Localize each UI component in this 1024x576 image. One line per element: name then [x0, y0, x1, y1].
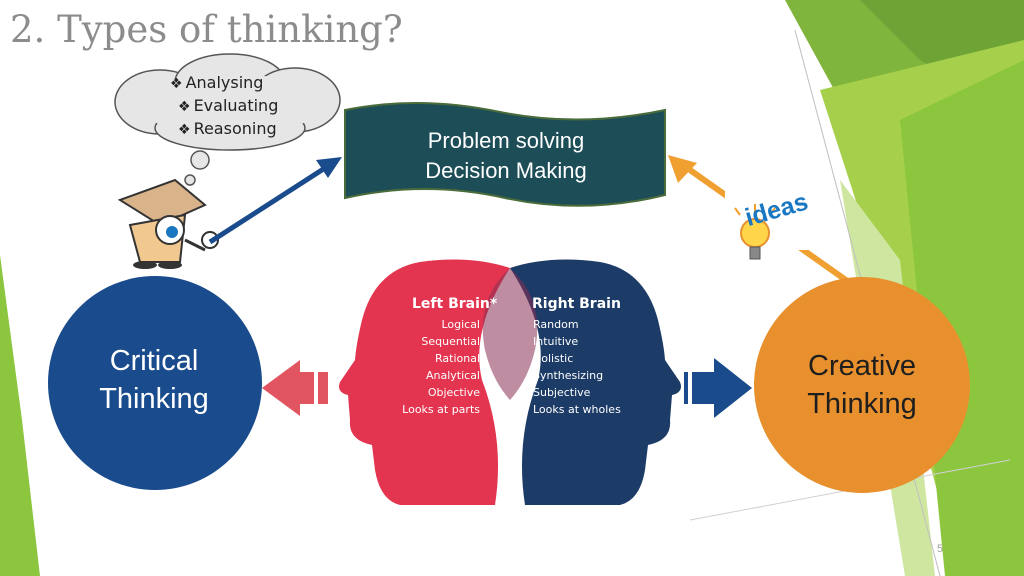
creative-thinking-circle	[754, 277, 970, 493]
right-brain-list: Random Intuitive Holistic Synthesizing S…	[533, 316, 653, 418]
cloud-item: ❖Analysing	[170, 73, 264, 92]
right-brain-heading: Right Brain	[532, 296, 621, 312]
arrow-to-critical	[262, 360, 328, 416]
banner-label: Problem solving Decision Making	[356, 126, 656, 186]
left-brain-item: Rational	[434, 352, 480, 365]
left-brain-head	[339, 259, 510, 505]
cloud-item: ❖Reasoning	[178, 119, 277, 138]
detective-icon	[117, 178, 219, 269]
cloud-item: ❖Evaluating	[178, 96, 279, 115]
banner-shape	[344, 101, 666, 207]
right-brain-item: Looks at wholes	[533, 403, 621, 416]
bullet-icon: ❖	[178, 99, 191, 115]
bullet-icon: ❖	[178, 122, 191, 138]
left-brain-item: Analytical	[425, 369, 480, 382]
ideas-badge	[725, 185, 835, 260]
right-brain-item: Synthesizing	[533, 369, 604, 382]
critical-thinking-circle	[48, 276, 262, 490]
cloud-list: ❖Analysing ❖Evaluating ❖Reasoning	[170, 72, 278, 141]
slide-title: 2. Types of thinking?	[10, 8, 403, 51]
left-brain-item: Logical	[441, 318, 480, 331]
page-number: 5	[937, 543, 944, 555]
left-brain-heading: Left Brain*	[412, 296, 498, 312]
arrow-critical-to-banner	[208, 165, 327, 245]
left-brain-item: Looks at parts	[402, 403, 480, 416]
bullet-icon: ❖	[170, 76, 183, 92]
critical-thinking-label: Critical Thinking	[99, 345, 209, 415]
arrow-head-orange	[668, 155, 697, 183]
right-brain-head	[510, 259, 681, 505]
right-brain-item: Random	[533, 318, 579, 331]
right-brain-item: Intuitive	[533, 335, 579, 348]
creative-thinking-label: Creative Thinking	[807, 350, 917, 420]
left-brain-item: Sequential	[421, 335, 480, 348]
banner-line: Decision Making	[425, 158, 587, 183]
right-brain-item: Subjective	[533, 386, 591, 399]
arrow-head-blue	[316, 157, 342, 178]
arrow-to-creative	[684, 358, 752, 418]
brain-overlap	[482, 268, 538, 400]
green-shape-bright	[900, 60, 1024, 576]
green-strip-left	[0, 255, 40, 576]
thought-cloud	[114, 53, 341, 186]
left-brain-list: Logical Sequential Rational Analytical O…	[380, 316, 480, 418]
right-brain-item: Holistic	[533, 352, 574, 365]
left-brain-item: Objective	[427, 386, 480, 399]
banner-line: Problem solving	[427, 128, 585, 153]
